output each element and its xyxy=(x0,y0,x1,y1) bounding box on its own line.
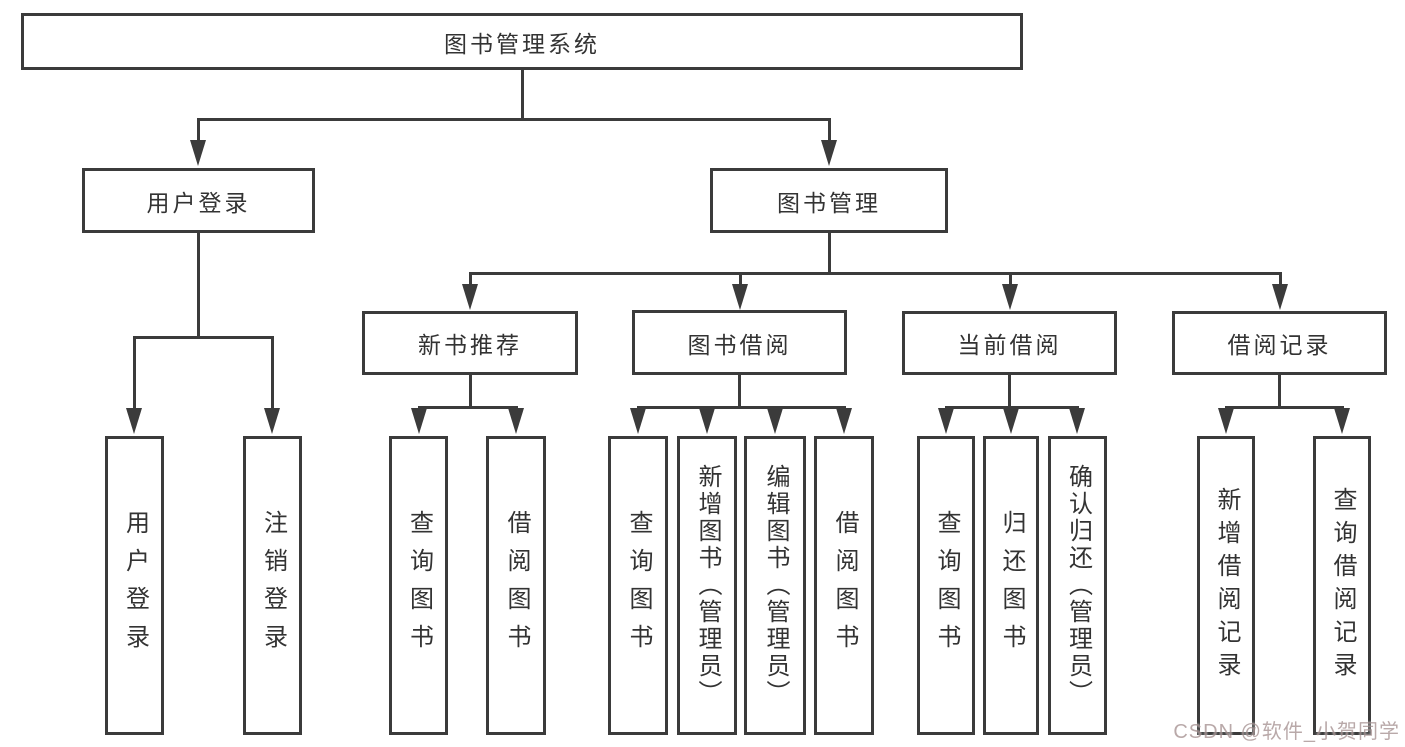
connector-line xyxy=(637,406,846,409)
arrow-down-icon xyxy=(699,408,715,434)
connector-line xyxy=(828,233,831,275)
connector-line xyxy=(1009,272,1012,290)
connector-line xyxy=(1008,375,1011,408)
arrow-down-icon xyxy=(1003,408,1019,434)
connector-line xyxy=(469,272,472,290)
leaf-user-login: 用户登录 xyxy=(105,436,164,735)
leaf-edit-books-admin: 编辑图书（管理员） xyxy=(744,436,806,735)
leaf-label: 借阅图书 xyxy=(503,509,530,662)
arrow-down-icon xyxy=(411,408,427,434)
leaf-borrow-books-2: 借阅图书 xyxy=(814,436,874,735)
leaf-query-borrow-record: 查询借阅记录 xyxy=(1313,436,1371,735)
watermark: CSDN @软件_小贺同学 xyxy=(1173,721,1400,743)
node-root: 图书管理系统 xyxy=(21,13,1023,70)
connector-line xyxy=(945,406,1079,409)
leaf-logout: 注销登录 xyxy=(243,436,302,735)
arrow-down-icon xyxy=(508,408,524,434)
connector-line xyxy=(197,233,200,339)
leaf-return-books: 归还图书 xyxy=(983,436,1039,735)
arrow-down-icon xyxy=(1002,284,1018,310)
connector-line xyxy=(133,336,274,339)
arrow-down-icon xyxy=(1069,408,1085,434)
leaf-add-borrow-record: 新增借阅记录 xyxy=(1197,436,1255,735)
connector-line xyxy=(1225,406,1344,409)
connector-line xyxy=(828,118,831,146)
arrow-down-icon xyxy=(836,408,852,434)
node-new-book-recommend: 新书推荐 xyxy=(362,311,578,375)
leaf-confirm-return-admin: 确认归还（管理员） xyxy=(1048,436,1107,735)
arrow-down-icon xyxy=(767,408,783,434)
connector-line xyxy=(133,336,136,414)
arrow-down-icon xyxy=(630,408,646,434)
arrow-down-icon xyxy=(190,140,206,166)
leaf-label: 用户登录 xyxy=(121,509,149,662)
connector-line xyxy=(521,70,524,118)
leaf-label: 编辑图书（管理员） xyxy=(762,464,789,707)
node-current-borrow: 当前借阅 xyxy=(902,311,1117,375)
leaf-label: 查询图书 xyxy=(933,509,960,662)
connector-line xyxy=(197,118,200,146)
connector-line xyxy=(271,336,274,414)
connector-line xyxy=(418,406,518,409)
arrow-down-icon xyxy=(1334,408,1350,434)
node-user-login: 用户登录 xyxy=(82,168,315,233)
arrow-down-icon xyxy=(1218,408,1234,434)
arrow-down-icon xyxy=(821,140,837,166)
leaf-query-books-2: 查询图书 xyxy=(608,436,668,735)
connector-line xyxy=(198,118,831,121)
leaf-query-books-3: 查询图书 xyxy=(917,436,975,735)
leaf-label: 查询借阅记录 xyxy=(1329,486,1356,685)
leaf-add-books-admin: 新增图书（管理员） xyxy=(677,436,737,735)
leaf-label: 新增借阅记录 xyxy=(1213,486,1240,685)
connector-line xyxy=(738,375,741,408)
connector-line xyxy=(469,375,472,408)
leaf-query-books-1: 查询图书 xyxy=(389,436,448,735)
node-book-borrow: 图书借阅 xyxy=(632,310,847,375)
connector-line xyxy=(739,272,742,290)
arrow-down-icon xyxy=(126,408,142,434)
leaf-label: 查询图书 xyxy=(405,509,433,662)
arrow-down-icon xyxy=(732,284,748,310)
arrow-down-icon xyxy=(938,408,954,434)
leaf-borrow-books-1: 借阅图书 xyxy=(486,436,546,735)
leaf-label: 借阅图书 xyxy=(831,509,858,662)
leaf-label: 查询图书 xyxy=(625,509,652,662)
leaf-label: 新增图书（管理员） xyxy=(694,464,721,707)
arrow-down-icon xyxy=(264,408,280,434)
arrow-down-icon xyxy=(462,284,478,310)
connector-line xyxy=(1278,375,1281,408)
arrow-down-icon xyxy=(1272,284,1288,310)
node-borrow-records: 借阅记录 xyxy=(1172,311,1387,375)
leaf-label: 注销登录 xyxy=(259,509,287,662)
leaf-label: 确认归还（管理员） xyxy=(1064,464,1092,707)
node-book-management: 图书管理 xyxy=(710,168,948,233)
connector-line xyxy=(469,272,1282,275)
connector-line xyxy=(1279,272,1282,290)
leaf-label: 归还图书 xyxy=(998,509,1025,662)
